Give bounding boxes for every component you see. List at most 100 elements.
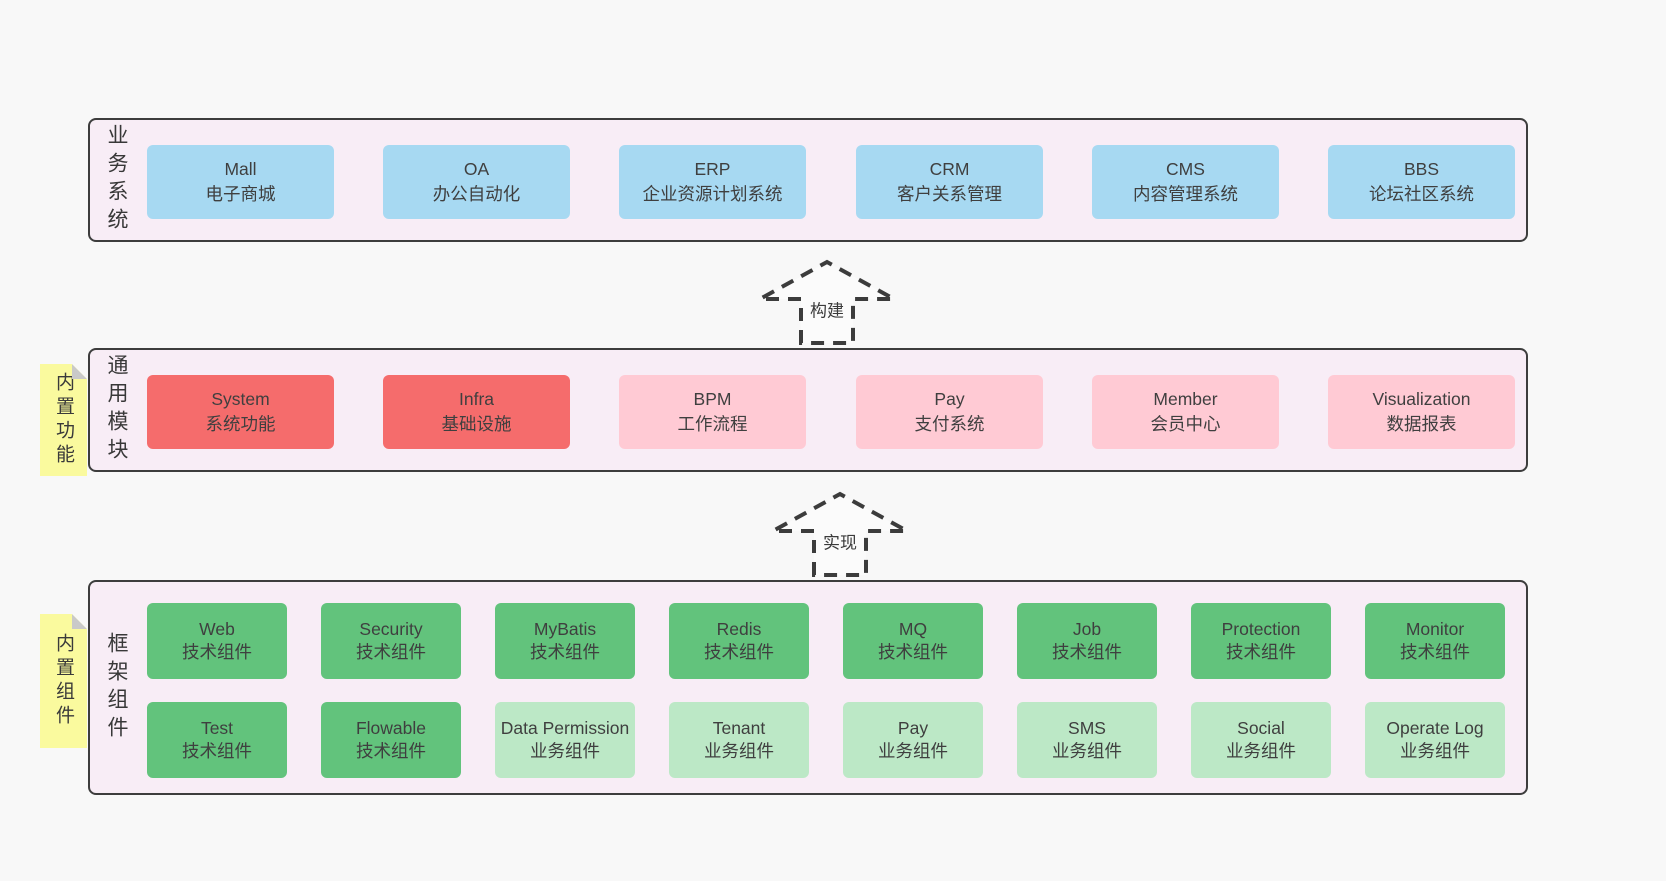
box-cms: CMS 内容管理系统 <box>1092 145 1279 219</box>
box-subtitle: 内容管理系统 <box>1133 184 1238 204</box>
box-mall: Mall 电子商城 <box>147 145 334 219</box>
box-subtitle: 技术组件 <box>1052 642 1122 662</box>
box-subtitle: 技术组件 <box>1400 642 1470 662</box>
band-label: 通用模块 <box>105 354 128 466</box>
box-title: Redis <box>716 619 762 640</box>
box-crm: CRM 客户关系管理 <box>856 145 1043 219</box>
box-title: Visualization <box>1372 388 1471 409</box>
note-text: 内置功能 <box>53 372 74 468</box>
box-subtitle: 技术组件 <box>530 642 600 662</box>
box-title: Test <box>200 718 234 739</box>
box-title: Member <box>1153 388 1218 409</box>
folded-corner-icon <box>72 614 87 629</box>
box-subtitle: 业务组件 <box>704 741 774 761</box>
box-subtitle: 技术组件 <box>182 642 252 662</box>
build-arrow: 构建 <box>752 255 902 345</box>
sticky-note-builtin-features: 内置功能 <box>40 364 87 476</box>
box-title: Pay <box>897 718 929 739</box>
box-title: Infra <box>458 388 495 409</box>
box-subtitle: 数据报表 <box>1386 414 1457 434</box>
box-title: MQ <box>898 619 928 640</box>
box-title: Monitor <box>1405 619 1465 640</box>
box-subtitle: 技术组件 <box>182 741 252 761</box>
box-subtitle: 客户关系管理 <box>897 184 1002 204</box>
box-title: Data Permission <box>500 718 630 739</box>
box-title: Mall <box>224 158 257 179</box>
box-title: Web <box>199 619 235 640</box>
box-title: Protection <box>1221 619 1301 640</box>
box-subtitle: 系统功能 <box>205 414 276 434</box>
box-infra: Infra 基础设施 <box>383 375 570 449</box>
box-subtitle: 业务组件 <box>1052 741 1122 761</box>
box-title: Tenant <box>712 718 766 739</box>
box-title: CMS <box>1166 158 1205 179</box>
box-bbs: BBS 论坛社区系统 <box>1328 145 1515 219</box>
box-member: Member 会员中心 <box>1092 375 1279 449</box>
sticky-note-builtin-components: 内置组件 <box>40 614 87 748</box>
box-subtitle: 企业资源计划系统 <box>642 184 783 204</box>
box-title: Operate Log <box>1386 718 1484 739</box>
box-subtitle: 技术组件 <box>356 741 426 761</box>
box-subtitle: 基础设施 <box>441 414 512 434</box>
box-title: OA <box>463 158 490 179</box>
box-title: BBS <box>1403 158 1440 179</box>
note-text: 内置组件 <box>53 633 74 729</box>
arrow-label: 实现 <box>819 527 861 555</box>
box-erp: ERP 企业资源计划系统 <box>619 145 806 219</box>
box-title: Pay <box>934 388 965 409</box>
box-bpm: BPM 工作流程 <box>619 375 806 449</box>
box-subtitle: 电子商城 <box>205 184 276 204</box>
box-title: System <box>211 388 270 409</box>
box-subtitle: 业务组件 <box>1226 741 1296 761</box>
box-visualization: Visualization 数据报表 <box>1328 375 1515 449</box>
box-subtitle: 技术组件 <box>878 642 948 662</box>
box-title: Flowable <box>355 718 427 739</box>
box-system: System 系统功能 <box>147 375 334 449</box>
box-subtitle: 业务组件 <box>878 741 948 761</box>
folded-corner-icon <box>72 364 87 379</box>
box-title: BPM <box>693 388 732 409</box>
box-subtitle: 技术组件 <box>1226 642 1296 662</box>
box-subtitle: 工作流程 <box>677 414 748 434</box>
band-label: 框架组件 <box>105 631 128 744</box>
box-title: Social <box>1237 718 1285 739</box>
box-title: SMS <box>1068 718 1106 739</box>
implement-arrow: 实现 <box>765 487 915 577</box>
box-subtitle: 办公自动化 <box>432 184 521 204</box>
box-subtitle: 论坛社区系统 <box>1369 184 1474 204</box>
box-title: Security <box>359 619 423 640</box>
box-subtitle: 技术组件 <box>704 642 774 662</box>
box-subtitle: 技术组件 <box>356 642 426 662</box>
box-title: ERP <box>694 158 731 179</box>
box-subtitle: 业务组件 <box>530 741 600 761</box>
box-title: MyBatis <box>533 619 597 640</box>
box-oa: OA 办公自动化 <box>383 145 570 219</box>
box-subtitle: 会员中心 <box>1150 414 1221 434</box>
arrow-label: 构建 <box>806 295 848 323</box>
band-business-systems: 业务系统 Mall 电子商城 OA 办公自动化 ERP 企业资源计划系统 CRM 客户关… <box>88 118 1528 242</box>
box-title: Job <box>1072 619 1102 640</box>
box-subtitle: 业务组件 <box>1400 741 1470 761</box>
box-title: CRM <box>929 158 970 179</box>
band-label: 业务系统 <box>105 124 128 236</box>
